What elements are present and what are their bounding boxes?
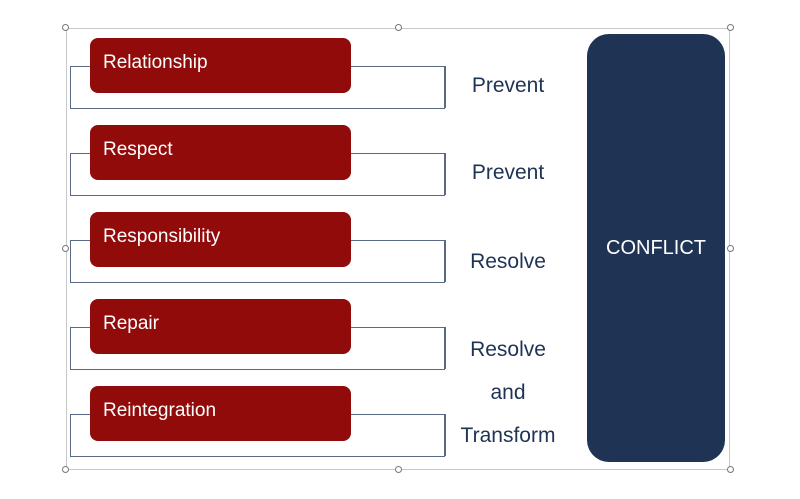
resize-handle-top-left[interactable] <box>62 24 69 31</box>
resize-handle-bottom-right[interactable] <box>727 466 734 473</box>
outcome-label-prevent-2: Prevent <box>471 161 545 184</box>
conflict-label: CONFLICT <box>606 236 706 259</box>
row-box-relationship[interactable]: Relationship <box>90 38 351 93</box>
row-outline-2 <box>69 153 446 196</box>
conflict-box[interactable]: CONFLICT <box>587 34 725 462</box>
row-box-respect[interactable]: Respect <box>90 125 351 180</box>
resize-handle-middle-left[interactable] <box>62 245 69 252</box>
row-box-reintegration[interactable]: Reintegration <box>90 386 351 441</box>
row-label: Relationship <box>103 52 208 73</box>
row-label: Reintegration <box>103 400 217 421</box>
row-box-repair[interactable]: Repair <box>90 299 351 354</box>
row-label: Repair <box>103 313 159 334</box>
row-box-responsibility[interactable]: Responsibility <box>90 212 351 267</box>
resize-handle-top-middle[interactable] <box>395 24 402 31</box>
outcome-label-and: and <box>490 381 526 404</box>
row-label: Respect <box>103 139 173 160</box>
resize-handle-middle-right[interactable] <box>727 245 734 252</box>
row-label: Responsibility <box>103 226 221 247</box>
outcome-label-resolve-2: Resolve <box>470 338 546 361</box>
row-outline-1 <box>69 66 446 109</box>
resize-handle-bottom-middle[interactable] <box>395 466 402 473</box>
outcome-label-prevent-1: Prevent <box>471 74 545 97</box>
row-outline-4 <box>69 327 446 370</box>
resize-handle-bottom-left[interactable] <box>62 466 69 473</box>
outcome-label-transform: Transform <box>460 424 556 447</box>
outcome-label-resolve: Resolve <box>470 250 546 273</box>
resize-handle-top-right[interactable] <box>727 24 734 31</box>
row-outline-3 <box>69 240 446 283</box>
row-outline-5 <box>69 414 446 457</box>
